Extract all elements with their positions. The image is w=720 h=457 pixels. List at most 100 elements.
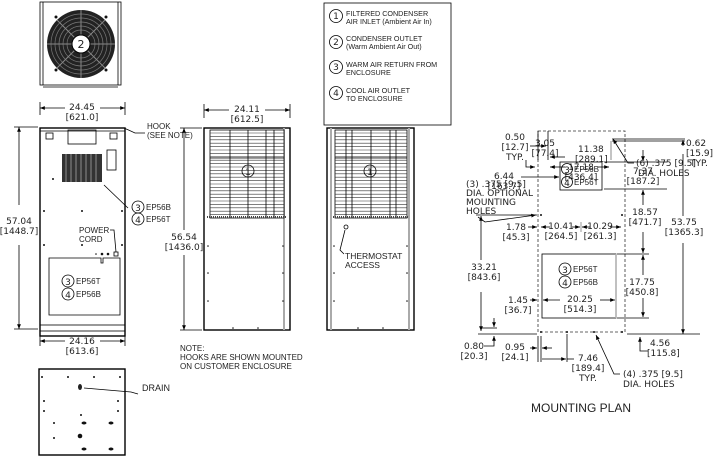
dim-0-95: 0.95 xyxy=(505,343,525,353)
opt-holes-label: (3) .375 [9.5] xyxy=(466,180,526,190)
lower-num-a: 3 xyxy=(562,266,568,276)
dim-4-56-mm: [115.8] xyxy=(647,349,680,359)
lower-label-a: EP56T xyxy=(573,265,598,274)
dim-3-05: 3.05 xyxy=(535,139,555,149)
note-line: ON CUSTOMER ENCLOSURE xyxy=(180,362,292,371)
dim-0-95-mm: [24.1] xyxy=(501,353,528,363)
dim-20-25-mm: [514.3] xyxy=(564,305,597,315)
dim-width-bottom: 24.16 xyxy=(69,337,95,347)
dim-0-50-typ: TYP. xyxy=(505,153,524,163)
dim-side-width: 24.11 xyxy=(234,105,260,115)
dim-11-38-mm: [289.1] xyxy=(575,155,608,165)
dim-17-75-mm: [450.8] xyxy=(626,288,659,298)
dim-11-38: 11.38 xyxy=(578,145,604,155)
opt-holes-label-3: MOUNTING xyxy=(466,198,516,208)
dim-17-18: 17.18 xyxy=(568,163,594,173)
dim-7-37: 7.37 xyxy=(633,167,653,177)
legend-text: ENCLOSURE xyxy=(346,68,391,77)
lower-label-b: EP56B xyxy=(573,278,598,287)
thermostat-label-2: ACCESS xyxy=(345,260,380,270)
opt-holes-label-4: HOLES xyxy=(466,207,497,217)
panel-label-b: EP56B xyxy=(76,290,101,299)
dim-0-80-mm: [20.3] xyxy=(460,352,487,362)
dim-height: 57.04 xyxy=(6,217,32,227)
panel-num-a: 3 xyxy=(65,278,71,288)
dim-1-45: 1.45 xyxy=(508,296,528,306)
dim-0-50: 0.50 xyxy=(505,133,525,143)
legend-item-4: 4 COOL AIR OUTLET TO ENCLOSURE xyxy=(329,86,411,103)
lower-num-b: 4 xyxy=(562,279,568,289)
dim-side-width-mm: [612.5] xyxy=(231,115,264,125)
top-view: 2 xyxy=(39,1,122,88)
dim-33-21: 33.21 xyxy=(471,263,497,273)
front-view: 24.45 [621.0] HOOK (SEE NOTE) 3 EP56B 4 … xyxy=(0,102,193,357)
legend-num: 1 xyxy=(333,12,339,22)
dim-7-37-mm: [187.2] xyxy=(627,177,660,187)
power-cord-label-2: CORD xyxy=(79,235,103,244)
inlet-num: 1 xyxy=(367,168,373,178)
fan-guard: 2 xyxy=(47,10,115,78)
hook-label: HOOK xyxy=(147,122,171,131)
thermostat-access-port xyxy=(343,224,349,230)
dim-10-41: 10.41 xyxy=(548,222,574,232)
upper-label-b: EP56T xyxy=(574,178,599,187)
upper-num-a: 3 xyxy=(564,166,570,176)
power-cord-label: POWER xyxy=(79,226,109,235)
fan-label: 2 xyxy=(78,38,85,51)
dim-33-21-mm: [843.6] xyxy=(468,273,501,283)
dim-6-44: 6.44 xyxy=(494,172,514,182)
upper-label-a: EP56B xyxy=(574,165,599,174)
dim-0-50-mm: [12.7] xyxy=(501,143,528,153)
dim-side-height-mm: [1436.0] xyxy=(165,243,204,253)
panel-label-a: EP56T xyxy=(76,277,101,286)
grille-num-a: 3 xyxy=(135,204,141,214)
dim-10-41-mm: [264.5] xyxy=(545,232,578,242)
upper-cutout xyxy=(559,161,603,191)
dim-height-mm: [1448.7] xyxy=(0,227,38,237)
drain-hole xyxy=(78,384,82,390)
dim-17-75: 17.75 xyxy=(629,278,655,288)
legend-num: 4 xyxy=(333,89,339,99)
mounting-outline xyxy=(537,130,626,333)
legend-item-3: 3 WARM AIR RETURN FROM ENCLOSURE xyxy=(329,60,437,77)
grille-label-a: EP56B xyxy=(146,203,171,212)
dim-10-29-mm: [261.3] xyxy=(584,232,617,242)
dim-1-78-mm: [45.3] xyxy=(502,233,529,243)
dim-1-45-mm: [36.7] xyxy=(504,306,531,316)
legend-text: WARM AIR RETURN FROM xyxy=(346,60,437,69)
holes-4-label: (4) .375 [9.5] xyxy=(623,370,683,380)
dim-20-25: 20.25 xyxy=(567,295,593,305)
upper-num-b: 4 xyxy=(564,179,570,189)
note-title: NOTE: xyxy=(180,344,204,353)
mounting-plan-title: MOUNTING PLAN xyxy=(531,401,631,415)
dim-0-62: 0.62 xyxy=(686,139,706,149)
legend-num: 2 xyxy=(333,38,339,48)
dim-4-56: 4.56 xyxy=(650,339,670,349)
dim-17-18-mm: [436.4] xyxy=(565,173,598,183)
dim-width-top: 24.45 xyxy=(69,103,95,113)
panel-num-b: 4 xyxy=(65,291,71,301)
dim-3-05-mm: [77.4] xyxy=(531,149,558,159)
rear-view: 1 THERMOSTAT ACCESS xyxy=(326,127,415,331)
holes-6-label: (6) .375 [9.5] xyxy=(636,159,696,169)
thermostat-label: THERMOSTAT xyxy=(345,251,402,261)
dim-18-57: 18.57 xyxy=(632,208,658,218)
side-view: 24.11 [612.5] 1 56.54 [1436.0] NOTE: HOO… xyxy=(165,104,303,371)
dim-7-46-typ: TYP. xyxy=(578,374,597,384)
mounting-plan: 3.05 [77.4] 17.18 [436.4] (6) .375 [9.5]… xyxy=(460,130,713,415)
legend-text: TO ENCLOSURE xyxy=(346,94,403,103)
legend-item-1: 1 FILTERED CONDENSER AIR INLET (Ambient … xyxy=(329,9,432,26)
legend-box: 1 FILTERED CONDENSER AIR INLET (Ambient … xyxy=(323,2,452,126)
legend-text: CONDENSER OUTLET xyxy=(346,34,423,43)
dim-width-top-mm: [621.0] xyxy=(66,113,99,123)
dim-width-bottom-mm: [613.6] xyxy=(66,347,99,357)
dim-6-44-mm: [163.7] xyxy=(488,182,521,192)
legend-text: FILTERED CONDENSER xyxy=(346,9,428,18)
return-grille xyxy=(62,154,102,182)
bottom-view: DRAIN xyxy=(38,368,170,456)
dim-1-78: 1.78 xyxy=(506,223,526,233)
dim-7-46-mm: [189.4] xyxy=(572,364,605,374)
dim-side-height: 56.54 xyxy=(171,233,197,243)
grille-num-b: 4 xyxy=(135,216,141,226)
grille-label-b: EP56T xyxy=(146,215,171,224)
